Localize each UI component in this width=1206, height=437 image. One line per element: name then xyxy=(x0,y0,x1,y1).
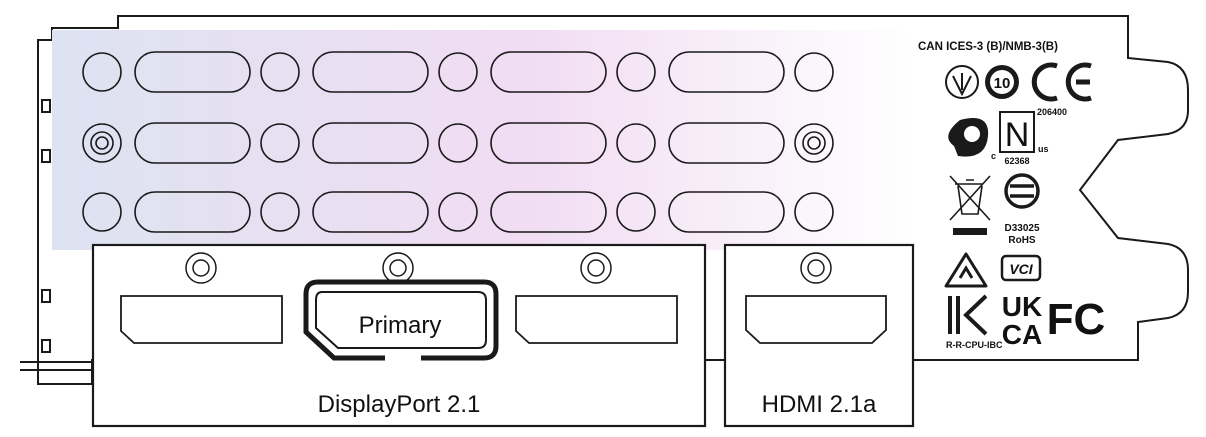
vcci-text: VCI xyxy=(1009,261,1033,277)
can-ices-text: CAN ICES-3 (B)/NMB-3(B) xyxy=(918,41,1058,53)
fcc-mark-icon: FC xyxy=(1047,295,1106,344)
nom-mark-box xyxy=(999,111,1035,153)
ce-mark-icon xyxy=(1031,62,1092,102)
displayport-group-box xyxy=(91,243,707,428)
weee-code-text: D33025 xyxy=(1004,223,1039,234)
ukca-ca-text: CA xyxy=(1002,319,1042,350)
displayport-3[interactable] xyxy=(515,295,678,344)
ukca-uk-text: UK xyxy=(1002,291,1042,322)
china-rohs-10-icon: 10 xyxy=(985,65,1019,99)
hdmi-label: HDMI 2.1a xyxy=(762,391,877,418)
tuv-mark-icon xyxy=(945,65,979,99)
bracket-plate xyxy=(20,15,1189,385)
vcci-mark-box xyxy=(1000,254,1042,282)
nom-mark-icon: N xyxy=(1005,116,1030,154)
displayport-label: DisplayPort 2.1 xyxy=(318,391,481,418)
rohs-text: RoHS xyxy=(1008,235,1036,246)
vent-holes xyxy=(82,51,834,233)
nom-number-text: 62368 xyxy=(1004,156,1029,166)
csa-c-text: c xyxy=(991,151,996,161)
rcm-mark-icon xyxy=(944,252,988,288)
vent-gradient-area xyxy=(52,30,912,250)
displayport-primary[interactable] xyxy=(303,279,499,362)
kc-mark-icon xyxy=(948,294,988,336)
primary-label: Primary xyxy=(359,312,442,339)
svg-text:10: 10 xyxy=(994,75,1011,92)
csa-mark-icon xyxy=(948,118,989,157)
hdmi-port[interactable] xyxy=(745,295,887,344)
displayport-1[interactable] xyxy=(120,295,283,344)
rcm-number-text: 206400 xyxy=(1037,107,1067,117)
weee-bin-icon xyxy=(949,175,991,235)
csa-us-text: us xyxy=(1038,144,1049,154)
kc-code-text: R-R-CPU-IBC xyxy=(946,340,1003,350)
eac-mark-icon xyxy=(1004,173,1040,209)
